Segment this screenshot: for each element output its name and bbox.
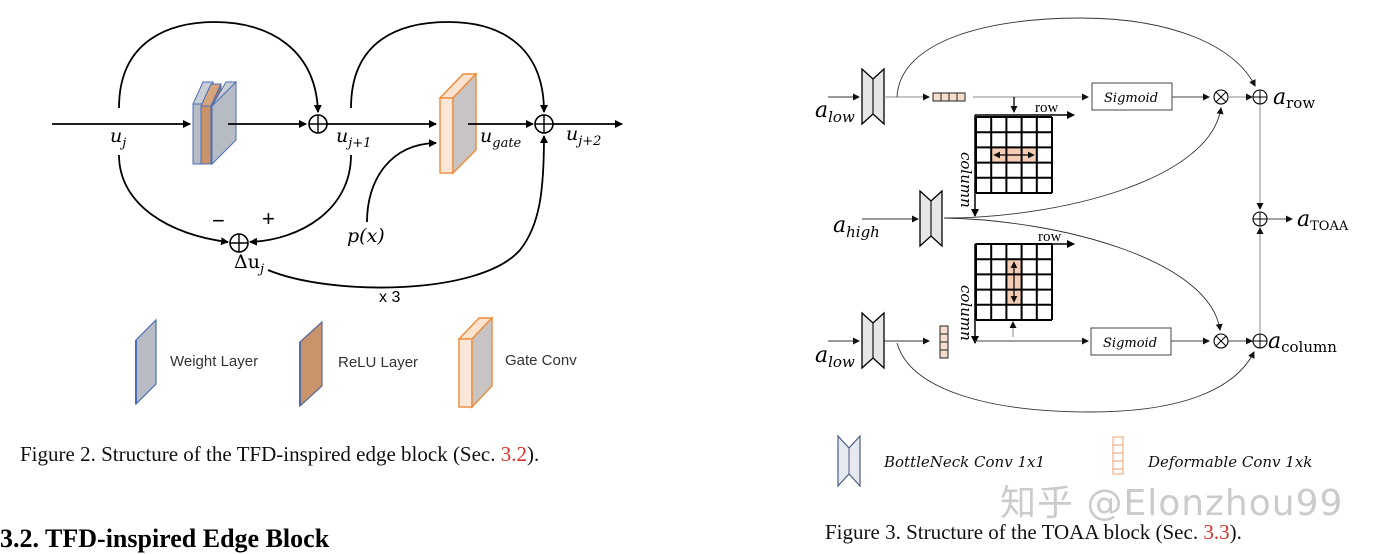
label-a-low-top: alow <box>815 98 855 126</box>
attention-grid-top <box>975 116 1053 194</box>
label-row-bottom: row <box>1038 229 1061 245</box>
legend-deformable-label: Deformable Conv 1xk <box>1147 453 1312 471</box>
figure-3-section-link[interactable]: 3.3 <box>1203 520 1230 544</box>
label-u-j: uj <box>110 125 126 151</box>
figure-2-diagram <box>52 21 623 409</box>
label-sigmoid-bottom: Sigmoid <box>1103 336 1157 351</box>
figure-3-caption-text: Figure 3. Structure of the TOAA block (S… <box>825 520 1204 544</box>
skip-arc-1 <box>118 21 322 113</box>
figure-2-caption-text: Figure 2. Structure of the TFD-inspired … <box>20 442 501 466</box>
label-a-high: ahigh <box>833 213 880 241</box>
multiply-node-bottom-icon <box>1213 333 1229 349</box>
legend-relu-layer-icon <box>299 320 323 408</box>
figure-2-section-link[interactable]: 3.2 <box>500 442 528 466</box>
legend-deformable-icon <box>1112 436 1124 475</box>
legend-gate-conv-label: Gate Conv <box>505 352 577 369</box>
top-residual-arc <box>896 17 1256 98</box>
legend-gate-conv-icon <box>457 316 494 409</box>
add-node-toaa-icon <box>1252 211 1268 227</box>
label-a-toaa: aTOAA <box>1297 207 1349 234</box>
figure-3-diagram <box>828 17 1293 488</box>
figure-3-caption-end: ). <box>1229 520 1242 544</box>
plus-arc <box>249 154 352 246</box>
gate-conv-icon <box>438 72 478 175</box>
layer-stack-icon <box>192 80 237 166</box>
bottleneck-high-icon <box>919 189 943 248</box>
legend-weight-layer-label: Weight Layer <box>170 353 258 370</box>
label-column-top: column <box>957 152 975 208</box>
figure-3-caption: Figure 3. Structure of the TOAA block (S… <box>825 520 1242 545</box>
label-repeat: x 3 <box>379 289 400 306</box>
deformable-column-kernel-icon <box>939 325 949 359</box>
delta-sum-node-icon <box>229 233 249 253</box>
label-row-top: row <box>1035 100 1058 116</box>
sigmoid-bottom-box <box>1090 327 1172 356</box>
high-to-mul-top-arc <box>943 107 1224 219</box>
label-delta-u: Δuj <box>234 251 264 277</box>
figure-2-caption-end: ). <box>527 442 540 466</box>
label-minus: − <box>212 208 225 233</box>
label-u-gate: ugate <box>480 125 522 151</box>
bottleneck-top-icon <box>861 67 885 126</box>
legend-bottleneck-icon <box>837 434 861 488</box>
label-u-j2: uj+2 <box>566 123 601 149</box>
watermark: 知乎 @Elonzhou99 <box>1000 483 1344 524</box>
legend-relu-layer-label: ReLU Layer <box>338 354 418 371</box>
px-arc <box>366 139 437 223</box>
sum-node-2-icon <box>534 114 554 134</box>
repeat-loop-arc <box>267 135 548 289</box>
high-to-mul-bottom-arc <box>943 217 1223 331</box>
bottom-residual-arc <box>896 342 1255 413</box>
sum-node-1-icon <box>308 114 328 134</box>
label-a-column: acolumn <box>1268 329 1337 356</box>
label-a-low-bottom: alow <box>815 343 855 371</box>
legend-bottleneck-label: BottleNeck Conv 1x1 <box>883 453 1045 471</box>
label-a-row: arow <box>1273 85 1315 112</box>
skip-arc-2 <box>350 21 548 113</box>
attention-grid-bottom <box>975 243 1053 321</box>
deformable-row-kernel-icon <box>932 92 966 102</box>
section-heading: 3.2. TFD-inspired Edge Block <box>0 524 330 553</box>
figure-2-caption: Figure 2. Structure of the TFD-inspired … <box>20 442 539 467</box>
label-p-x: p(x) <box>347 225 385 247</box>
multiply-node-top-icon <box>1213 89 1229 105</box>
label-sigmoid-top: Sigmoid <box>1104 91 1158 106</box>
minus-arc <box>118 154 229 246</box>
label-plus: + <box>262 206 275 231</box>
add-node-row-icon <box>1252 89 1268 105</box>
legend-weight-layer-icon <box>135 318 157 406</box>
bottleneck-bottom-icon <box>861 311 885 370</box>
label-u-j1: uj+1 <box>336 125 371 151</box>
label-column-bottom: column <box>957 285 975 341</box>
add-node-column-icon <box>1252 333 1268 349</box>
